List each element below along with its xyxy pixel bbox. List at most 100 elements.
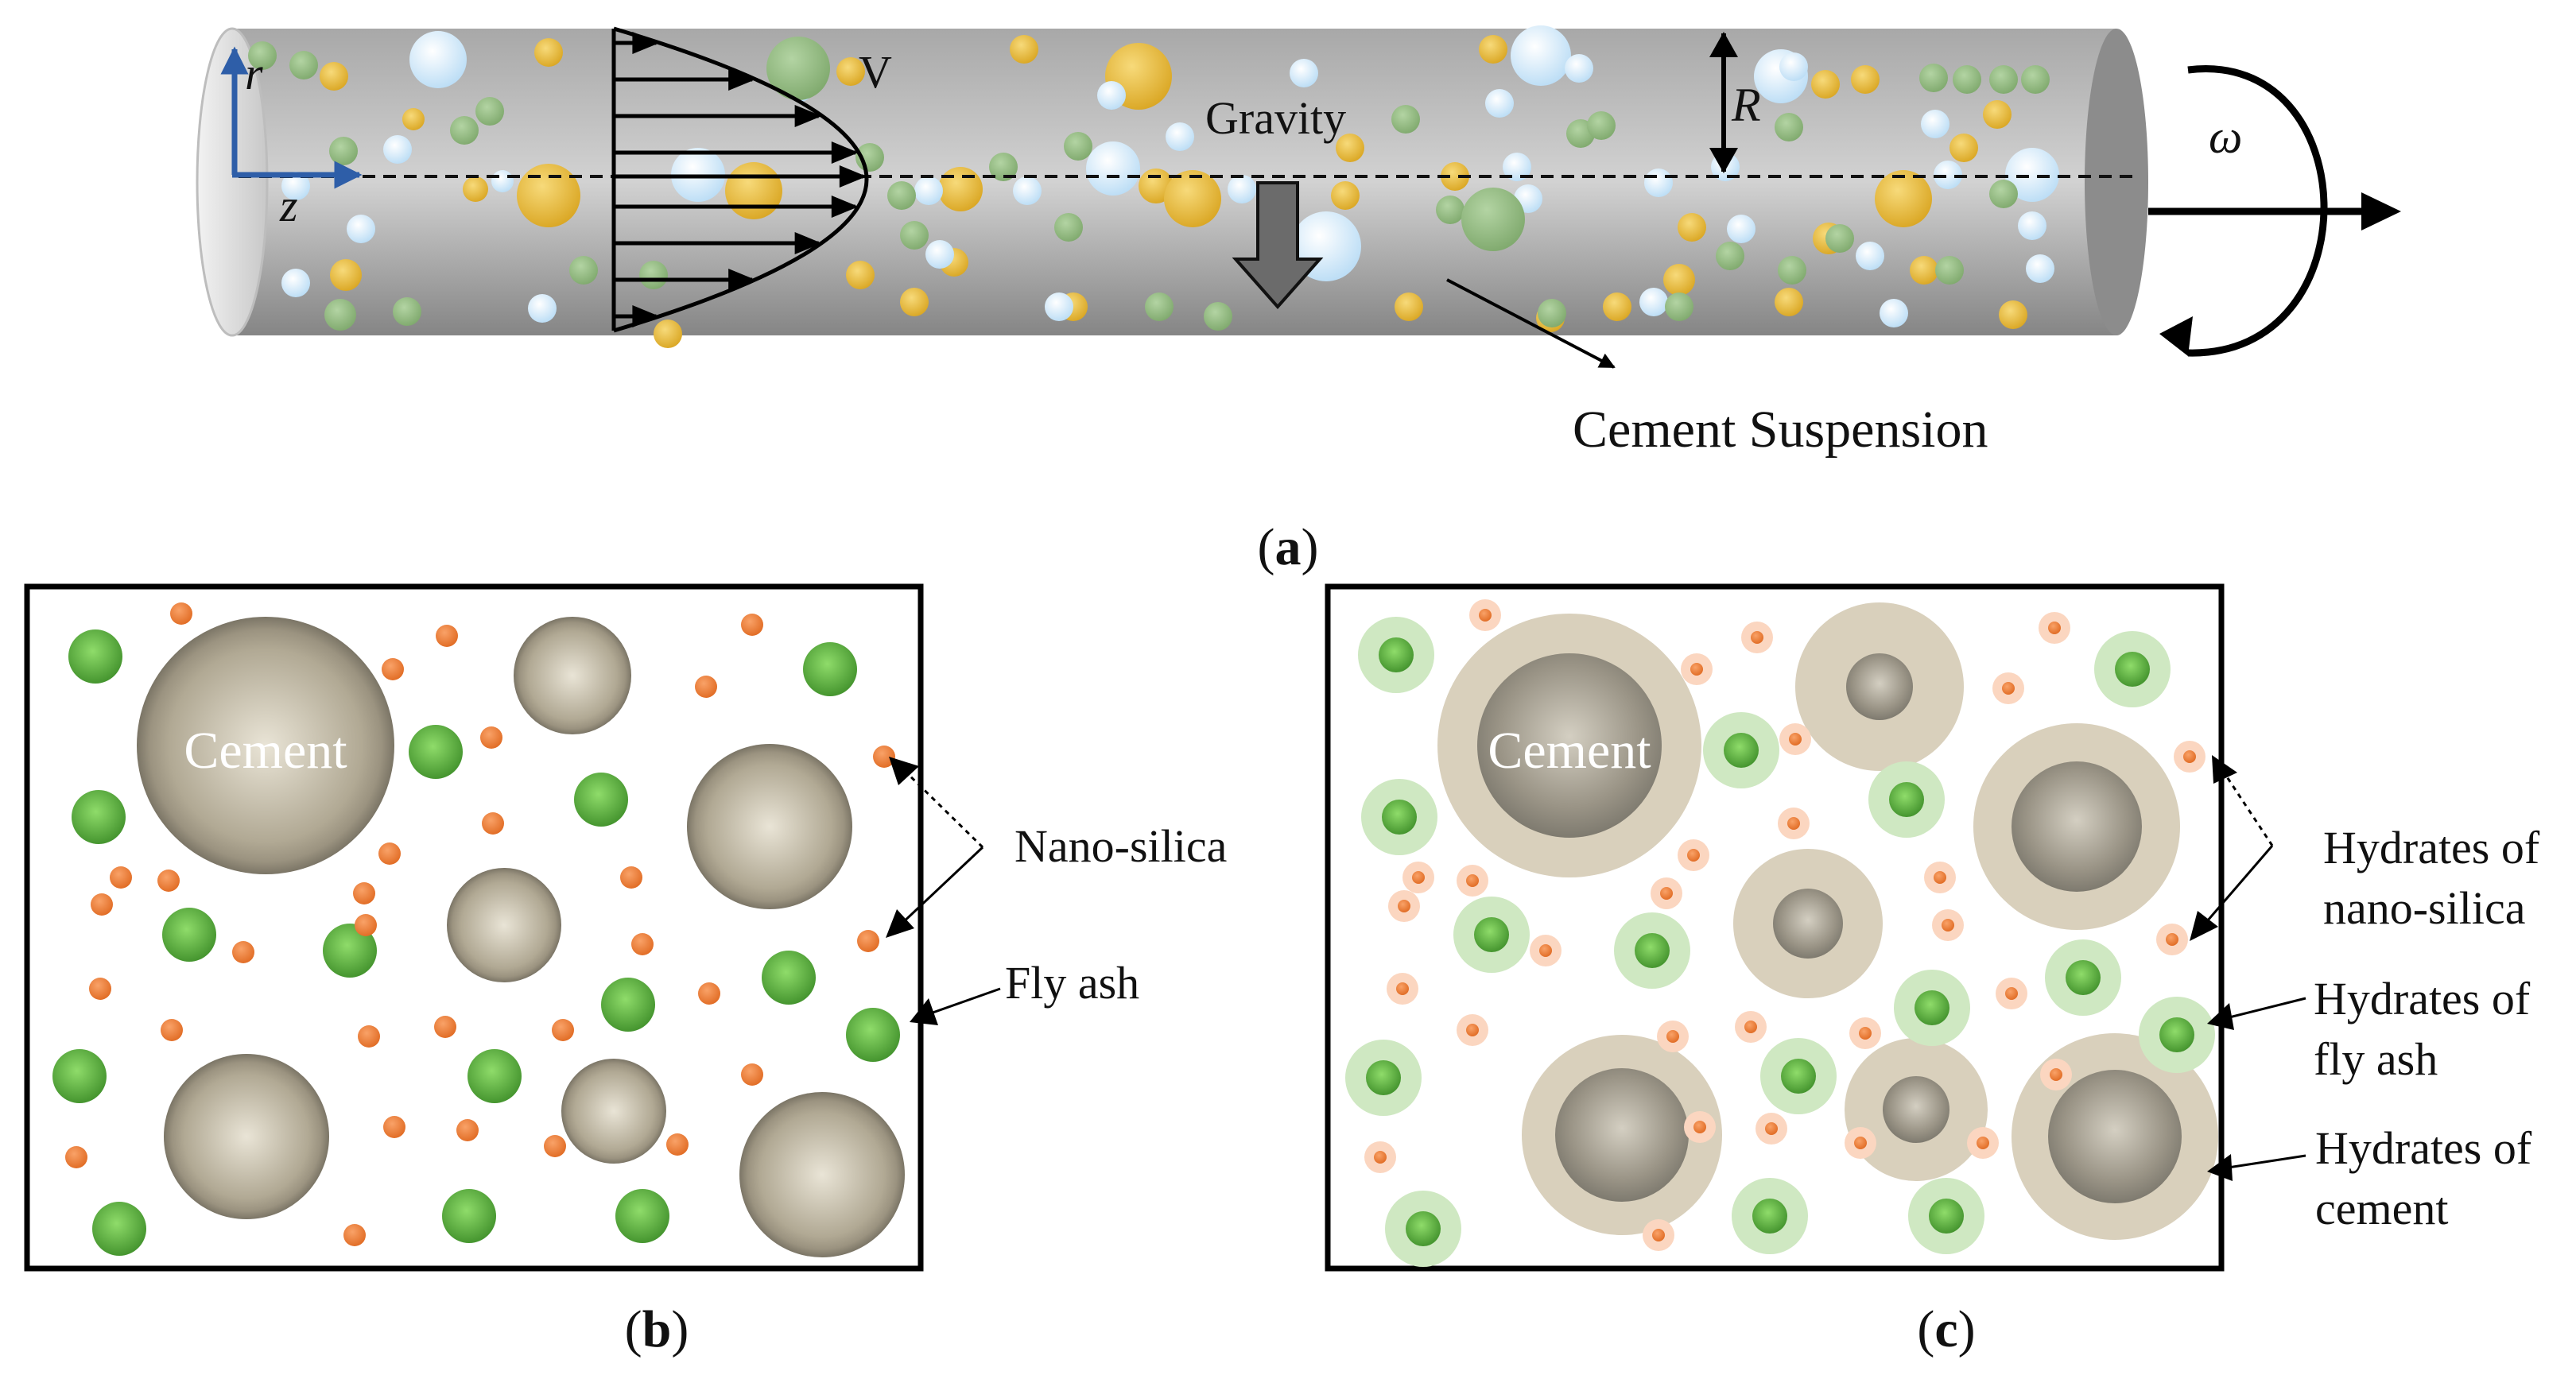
hydrates-fly-ash-pointer-head [2207, 1003, 2234, 1030]
nano-silica-core [1934, 871, 1946, 884]
fly-ash-particle [574, 773, 628, 827]
gold-particle [1983, 100, 2012, 129]
fly-ash-core [1724, 733, 1759, 768]
green-particle [989, 153, 1018, 181]
green-particle [248, 41, 277, 70]
parabolic-profile [613, 26, 869, 333]
gold-particle [654, 320, 682, 348]
green-particle [1204, 302, 1232, 331]
green-particle [1461, 188, 1525, 251]
fly-ash-core [1915, 990, 1949, 1025]
green-particle [1054, 213, 1083, 242]
pipe-right-end [2085, 29, 2148, 335]
nano-silica-particle [358, 1025, 380, 1048]
nano-silica-particle [552, 1019, 574, 1041]
fly-ash-core [2159, 1017, 2194, 1052]
cement-core [1555, 1068, 1689, 1202]
blue-particle [1228, 175, 1256, 203]
hydrates-nano-silica-line-2: nano-silica [2323, 882, 2525, 934]
fly-ash-core [1635, 933, 1670, 968]
gold-particle [1811, 70, 1840, 99]
velocity-arrow-head [831, 141, 859, 164]
fly-ash-particle [601, 978, 655, 1032]
green-particle [450, 116, 479, 145]
fly-ash-particle [467, 1049, 522, 1103]
fly-ash-particle [762, 951, 816, 1005]
gold-particle [900, 288, 929, 316]
nano-silica-particle [436, 625, 458, 647]
cement-particles [137, 617, 905, 1257]
gold-particle [1999, 300, 2027, 329]
blue-particle [1639, 288, 1668, 316]
velocity-arrow-head [632, 305, 660, 327]
nano-silica-core [1396, 982, 1409, 995]
nano-silica-pointer-1-head [889, 757, 919, 785]
fly-ash-core [1752, 1199, 1787, 1234]
blue-particle [1511, 25, 1571, 86]
green-particle [639, 261, 668, 289]
gravity-label: Gravity [1205, 92, 1346, 144]
gold-particle [1479, 35, 1507, 64]
gold-particle [1395, 292, 1423, 321]
green-particle [887, 181, 916, 210]
blue-particle [1565, 54, 1593, 83]
radius-arrow-bottom [1709, 148, 1738, 173]
fly-ash-particle [72, 790, 126, 844]
hydrated-fly-ash-particles [1345, 617, 2215, 1267]
gold-particle [1336, 134, 1364, 162]
green-particle [569, 256, 598, 285]
nano-silica-particle [544, 1135, 566, 1157]
fly-ash-label: Fly ash [1005, 957, 1139, 1009]
caption-b-letter: b [642, 1300, 672, 1358]
green-particle [766, 37, 830, 100]
nano-silica-particle [382, 658, 404, 680]
nano-silica-particle [110, 866, 132, 889]
cement-particle [739, 1092, 905, 1257]
nano-silica-particle [857, 930, 879, 952]
gold-particle [1441, 162, 1469, 191]
hydrates-nano-silica-label: Hydrates of nano-silica [2323, 822, 2551, 934]
fly-ash-particle [162, 908, 216, 962]
nano-silica-particle [620, 866, 642, 889]
green-particle [324, 299, 356, 331]
hydrates-cement-line-1: Hydrates of [2315, 1122, 2532, 1174]
nano-silica-core [1789, 733, 1802, 746]
hydrated-cement-particles [1437, 602, 2218, 1240]
gold-particle [846, 261, 875, 289]
green-particle [1778, 256, 1806, 285]
velocity-arrow-head [794, 105, 822, 127]
cement-particle [137, 617, 394, 874]
nano-silica-core [1765, 1122, 1778, 1135]
green-particle [1716, 242, 1744, 270]
nano-silica-core [1687, 849, 1700, 862]
cement-core [2048, 1070, 2182, 1203]
nano-silica-particle [482, 812, 504, 835]
fly-ash-core [1781, 1059, 1816, 1094]
blue-particle [528, 294, 557, 323]
nano-silica-core [1652, 1229, 1665, 1241]
gold-particle [320, 62, 348, 91]
hydrates-nano-silica-pointer-1-head [2212, 755, 2237, 784]
blue-particle [2018, 211, 2046, 240]
blue-particle [1086, 141, 1140, 196]
hydrates-cement-line-2: cement [2315, 1183, 2448, 1234]
fly-ash-particle [846, 1008, 900, 1062]
velocity-arrow-head [728, 269, 756, 291]
blue-particle [1727, 215, 1755, 243]
blue-particle [1921, 110, 1949, 138]
cement-label-c: Cement [1488, 722, 1651, 780]
gold-particle [1775, 288, 1803, 316]
omega-label: ω [2209, 110, 2242, 163]
velocity-arrow-head [632, 32, 660, 54]
nano-silica-particle [343, 1224, 366, 1246]
cement-particle [514, 617, 631, 734]
velocity-profile [611, 26, 869, 333]
nano-silica-core [2050, 1068, 2062, 1081]
green-particle [2021, 65, 2050, 94]
green-particle [1825, 224, 1854, 253]
nano-silica-particle [378, 842, 401, 865]
fly-ash-particle [803, 642, 857, 696]
blue-particle [1779, 52, 1808, 81]
hydrated-nano-silica-particles [1364, 599, 2206, 1251]
radius-label: R [1731, 79, 1761, 131]
